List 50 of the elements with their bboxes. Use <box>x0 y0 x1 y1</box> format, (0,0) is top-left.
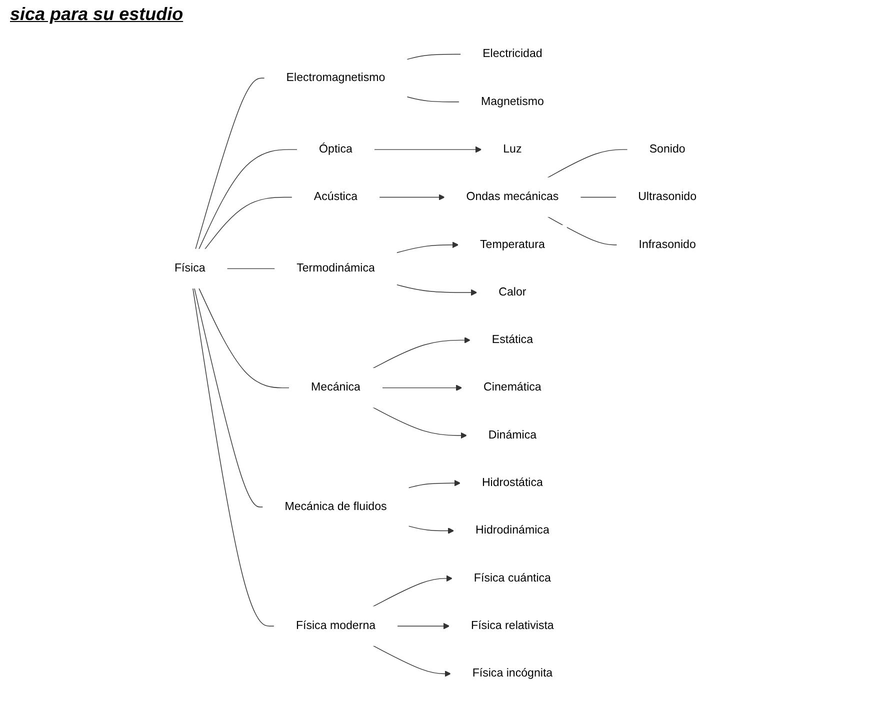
node-text: Calor <box>498 286 526 298</box>
connector <box>198 288 290 388</box>
node-text: Ondas mecánicas <box>466 190 559 203</box>
connector <box>195 78 265 250</box>
node-text: Infrasonido <box>638 238 696 251</box>
arrow <box>372 337 471 369</box>
node-text: Luz <box>503 143 522 156</box>
connector <box>198 149 298 250</box>
arrow <box>372 645 451 677</box>
arrow <box>408 480 461 488</box>
node-text: Óptica <box>319 143 352 156</box>
connector <box>547 149 628 178</box>
diagram-title: sica para su estudio <box>10 4 184 25</box>
arrow <box>372 406 467 439</box>
connector <box>406 54 462 60</box>
node-text: Mecánica de fluidos <box>284 500 387 513</box>
arrow <box>382 384 462 391</box>
node-text: Cinemática <box>484 381 542 394</box>
connector <box>580 196 617 198</box>
node-text: Hidrostática <box>482 476 543 489</box>
node-text: Ultrasonido <box>638 190 697 203</box>
node-text: Temperatura <box>480 238 545 251</box>
arrow <box>372 575 453 607</box>
node-text: Física moderna <box>296 620 376 632</box>
connector <box>192 288 275 626</box>
node-text: Hidrodinámica <box>476 524 550 537</box>
node-text: Sonido <box>649 143 686 156</box>
arrow <box>396 284 478 296</box>
connector <box>204 196 293 250</box>
arrow <box>374 146 482 153</box>
node-text: Física incógnita <box>472 667 553 680</box>
connector <box>226 268 276 270</box>
node-text: Física relativista <box>471 620 554 632</box>
node-text: Física cuántica <box>474 572 551 584</box>
node-text: Física <box>174 262 206 274</box>
node-text: Estática <box>492 334 533 346</box>
node-text: Mecánica <box>311 381 360 394</box>
connector <box>547 216 618 246</box>
connector <box>194 288 264 508</box>
node-text: Electricidad <box>482 48 542 60</box>
arrow <box>396 242 459 254</box>
connector <box>406 96 460 102</box>
arrow <box>408 526 454 534</box>
node-text: Acústica <box>314 190 358 203</box>
arrow <box>396 622 450 630</box>
node-text: Termodinámica <box>296 262 375 274</box>
node-text: Dinámica <box>488 428 537 442</box>
node-text: Electromagnetismo <box>286 72 386 84</box>
node-text: Magnetismo <box>480 95 544 108</box>
arrow <box>378 194 445 200</box>
